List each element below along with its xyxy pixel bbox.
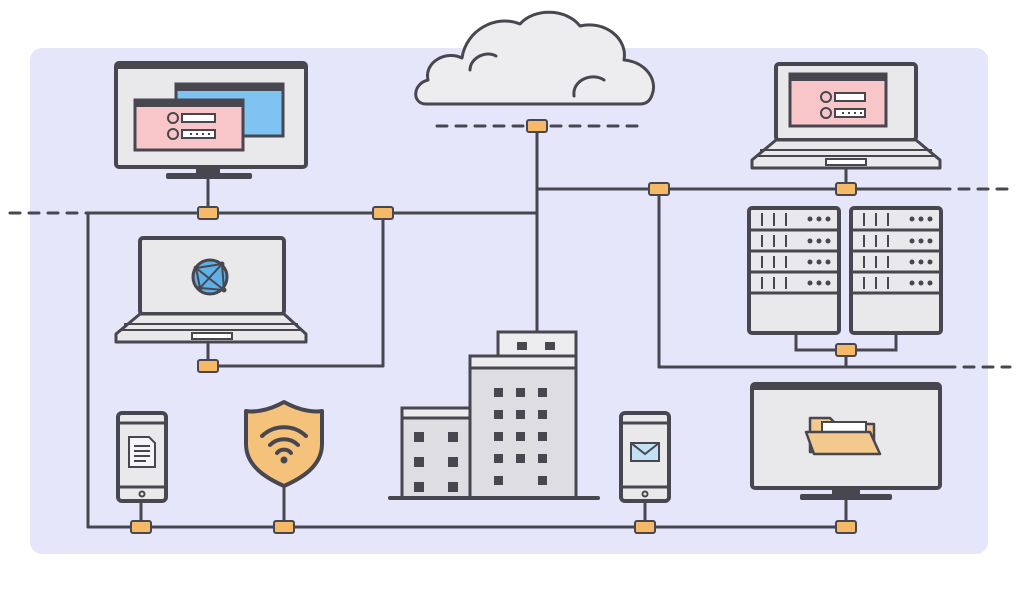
laptop-globe-icon xyxy=(114,236,308,344)
desktop-folder-icon xyxy=(750,382,942,500)
cloud-icon xyxy=(414,10,655,106)
network-lines xyxy=(8,124,1012,529)
envelope-icon xyxy=(630,442,660,462)
node-phone-right xyxy=(634,520,656,534)
desktop-login-icon xyxy=(114,61,308,179)
folder-icon xyxy=(804,416,882,456)
node-cloud xyxy=(526,119,548,133)
laptop-login-icon xyxy=(750,62,942,170)
node-desktop xyxy=(197,206,219,220)
network-nodes xyxy=(130,119,857,534)
node-right-main xyxy=(648,182,670,196)
node-server xyxy=(835,343,857,357)
node-desktop-bottom-right xyxy=(835,520,857,534)
node-right-laptop xyxy=(835,182,857,196)
node-phone-left xyxy=(130,520,152,534)
phone-envelope-icon xyxy=(619,411,671,503)
node-laptop-left xyxy=(197,359,219,373)
phone-document-icon xyxy=(116,411,168,503)
wifi-shield-icon xyxy=(244,400,324,488)
node-left-main xyxy=(372,206,394,220)
server-rack-right xyxy=(849,206,943,335)
node-wifi xyxy=(273,520,295,534)
document-icon xyxy=(128,436,156,468)
server-rack-left xyxy=(747,206,841,335)
building-icon xyxy=(388,330,600,500)
